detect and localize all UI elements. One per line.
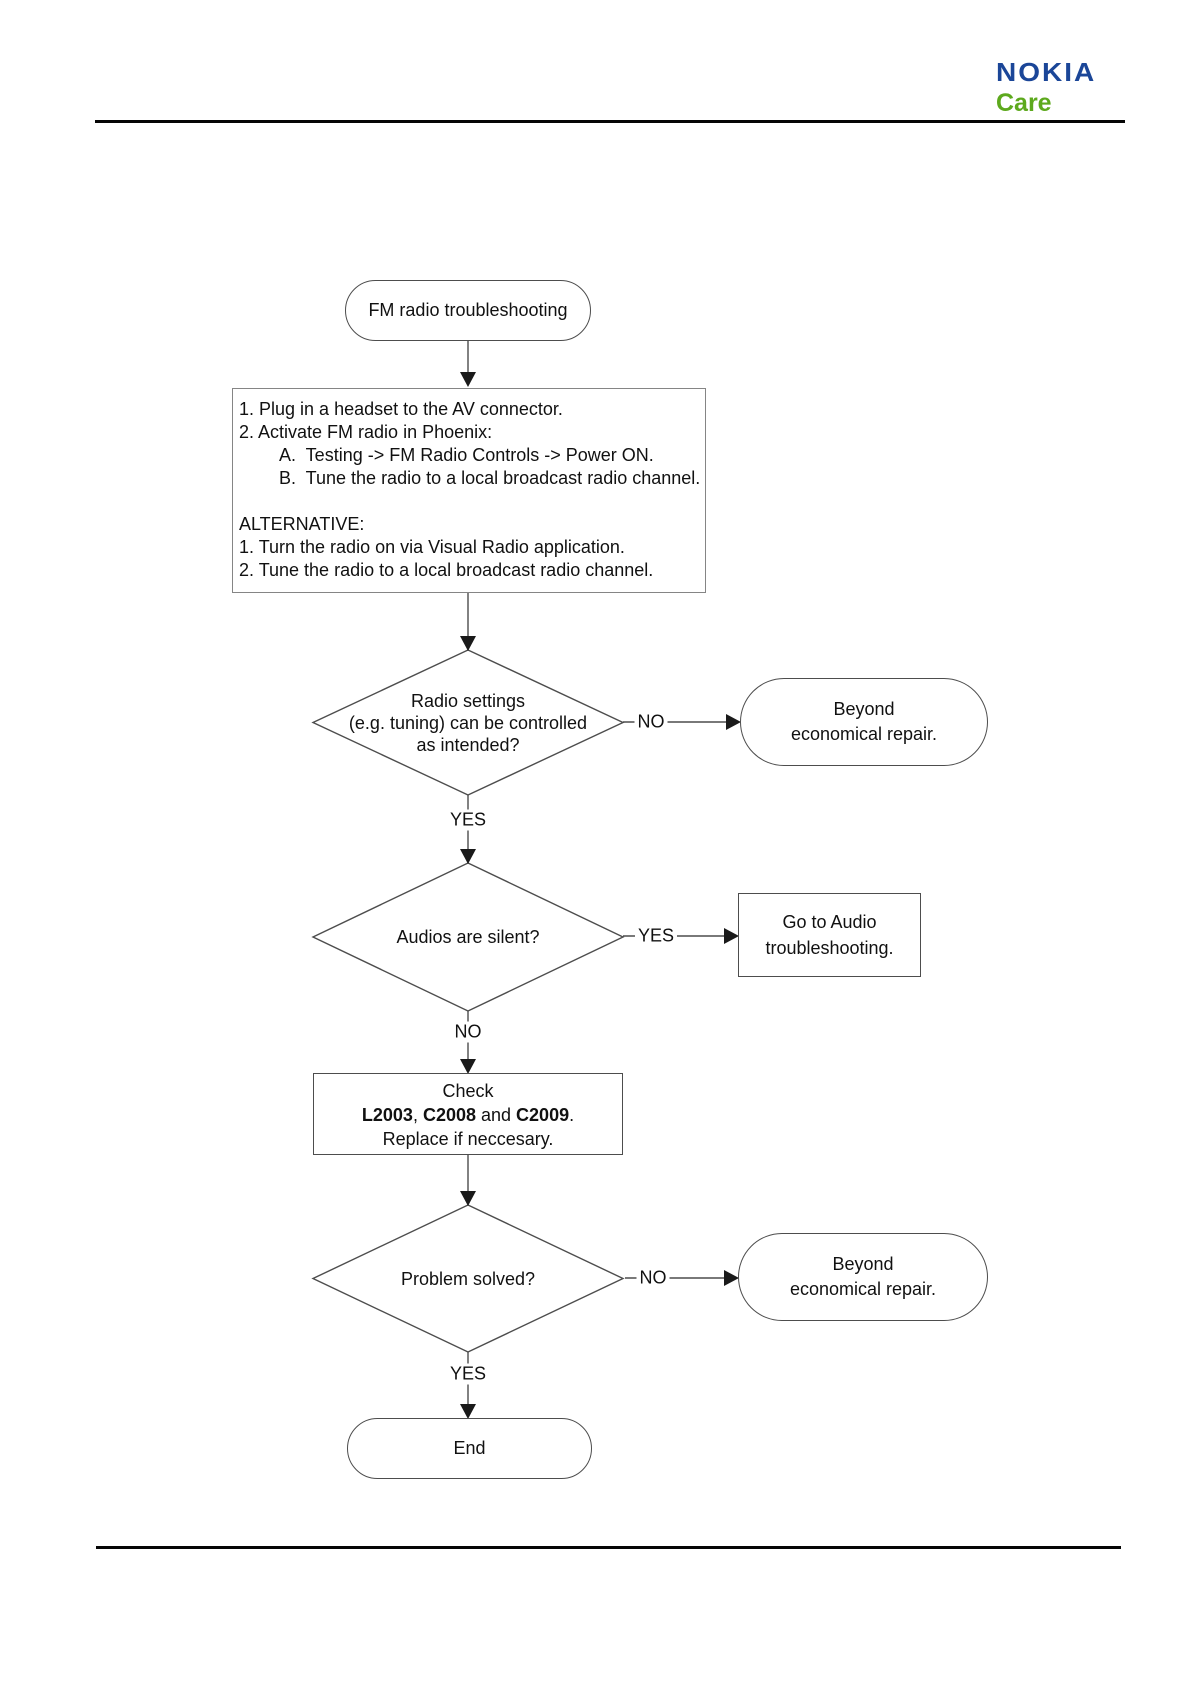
start-node: FM radio troubleshooting bbox=[345, 280, 591, 341]
check-line2-text: , bbox=[412, 1105, 423, 1125]
arrowhead-icon bbox=[726, 714, 741, 730]
arrowhead-icon bbox=[460, 1191, 476, 1206]
component-ref: C2009 bbox=[516, 1105, 570, 1125]
branch-label-no-1: NO bbox=[634, 711, 668, 733]
nokia-care-logo: NOKIA Care bbox=[996, 60, 1096, 116]
instruction-line: B. Tune the radio to a local broadcast r… bbox=[279, 468, 701, 488]
instruction-line-spacer bbox=[239, 490, 701, 513]
arrowhead-icon bbox=[724, 928, 739, 944]
branch-label-no-2: NO bbox=[451, 1021, 485, 1043]
decision1-line: Radio settings bbox=[410, 690, 526, 711]
ber1-line: Beyond bbox=[833, 699, 895, 719]
check-line3: Replace if neccesary. bbox=[382, 1129, 554, 1149]
instruction-line: A. Testing -> FM Radio Controls -> Power… bbox=[279, 445, 654, 465]
check-line2: L2003, C2008 and C2009. bbox=[314, 1103, 622, 1127]
go-to-audio-troubleshooting-node: Go to Audio troubleshooting. bbox=[738, 893, 921, 977]
instruction-line: 1. Plug in a headset to the AV connector… bbox=[239, 399, 563, 419]
branch-label-yes-3: YES bbox=[446, 1363, 490, 1385]
check-components-node: Check L2003, C2008 and C2009. Replace if… bbox=[313, 1073, 623, 1155]
decision1-line: (e.g. tuning) can be controlled bbox=[348, 712, 588, 733]
nokia-wordmark: NOKIA bbox=[996, 58, 1097, 87]
arrowhead-icon bbox=[460, 636, 476, 651]
decision2-node: Audios are silent? bbox=[313, 863, 623, 1011]
start-node-label: FM radio troubleshooting bbox=[368, 300, 568, 320]
instruction-line: ALTERNATIVE: bbox=[239, 514, 365, 534]
decision3-label: Problem solved? bbox=[400, 1268, 536, 1289]
branch-label-yes-2: YES bbox=[634, 925, 678, 947]
audio-line: troubleshooting. bbox=[765, 938, 894, 958]
instruction-line: 1. Turn the radio on via Visual Radio ap… bbox=[239, 537, 625, 557]
branch-label-yes-1: YES bbox=[446, 809, 490, 831]
arrowhead-icon bbox=[460, 1404, 476, 1419]
decision3-node: Problem solved? bbox=[313, 1205, 623, 1352]
component-ref: L2003 bbox=[361, 1105, 413, 1125]
beyond-economical-repair-node-2: Beyond economical repair. bbox=[738, 1233, 988, 1321]
care-wordmark: Care bbox=[996, 89, 1052, 117]
decision1-line: as intended? bbox=[416, 734, 520, 755]
ber2-line: Beyond bbox=[832, 1254, 894, 1274]
end-node: End bbox=[347, 1418, 592, 1479]
arrowhead-icon bbox=[460, 372, 476, 387]
ber2-line: economical repair. bbox=[789, 1279, 937, 1299]
check-line1: Check bbox=[442, 1081, 494, 1101]
beyond-economical-repair-node-1: Beyond economical repair. bbox=[740, 678, 988, 766]
arrowhead-icon bbox=[724, 1270, 739, 1286]
arrowhead-icon bbox=[460, 849, 476, 864]
decision1-node: Radio settings (e.g. tuning) can be cont… bbox=[313, 650, 623, 795]
instructions-node: 1. Plug in a headset to the AV connector… bbox=[232, 388, 706, 593]
instruction-line: 2. Activate FM radio in Phoenix: bbox=[239, 422, 493, 442]
ber1-line: economical repair. bbox=[790, 724, 938, 744]
decision2-label: Audios are silent? bbox=[396, 927, 540, 947]
arrowhead-icon bbox=[460, 1059, 476, 1074]
audio-line: Go to Audio bbox=[782, 912, 877, 932]
header-rule bbox=[95, 120, 1125, 123]
component-ref: C2008 bbox=[422, 1105, 476, 1125]
instruction-line: 2. Tune the radio to a local broadcast r… bbox=[239, 560, 654, 580]
end-node-label: End bbox=[453, 1438, 486, 1458]
check-line2-text: and bbox=[476, 1105, 517, 1125]
branch-label-no-3: NO bbox=[636, 1267, 670, 1289]
check-line2-text: . bbox=[569, 1105, 575, 1125]
footer-rule bbox=[96, 1546, 1121, 1549]
